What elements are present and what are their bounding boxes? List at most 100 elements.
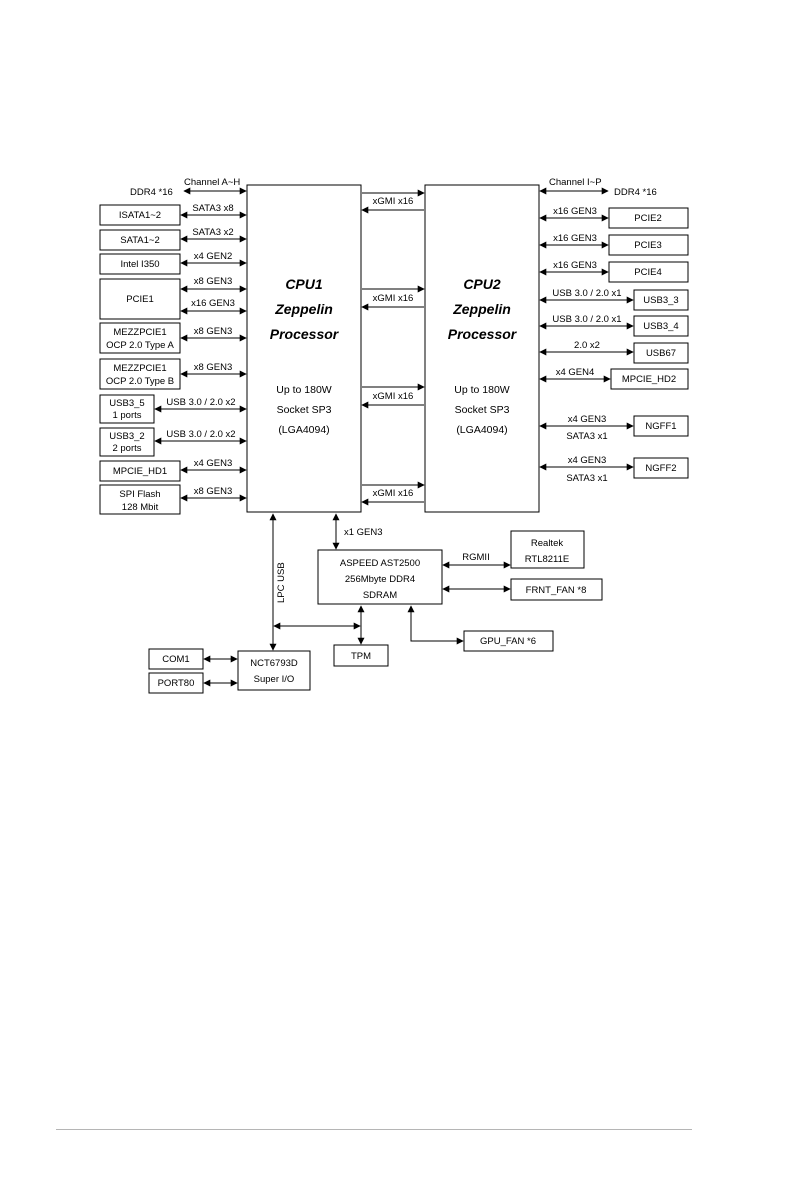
- ngff1-link1-label: x4 GEN3: [568, 414, 607, 425]
- cpu2-block: CPU2 Zeppelin Processor Up to 180W Socke…: [424, 184, 540, 513]
- com1-block: COM1: [148, 648, 238, 670]
- cpu2-codename: Zeppelin: [452, 301, 511, 317]
- cpu1-tdp: Up to 180W: [276, 384, 332, 396]
- mpcie-hd2-block: MPCIE_HD2 x4 GEN4: [539, 367, 689, 390]
- xgmi-label-1: xGMI x16: [373, 196, 414, 207]
- i350-label: Intel I350: [120, 259, 159, 270]
- isata-label: ISATA1~2: [119, 210, 161, 221]
- bmc-block: ASPEED AST2500 256Mbyte DDR4 SDRAM: [317, 549, 443, 605]
- pcie3-block: PCIE3 x16 GEN3: [539, 233, 689, 256]
- usb3-5-block: USB3_5 1 ports USB 3.0 / 2.0 x2: [99, 394, 247, 424]
- usb3-2-link-label: USB 3.0 / 2.0 x2: [166, 429, 235, 440]
- memory-left: Channel A~H DDR4 *16: [130, 177, 247, 198]
- mezz-b-block: MEZZPCIE1 OCP 2.0 Type B x8 GEN3: [99, 358, 247, 390]
- usb3-3-label: USB3_3: [643, 295, 678, 306]
- isata-block: ISATA1~2 SATA3 x8: [99, 203, 247, 226]
- usb3-3-link-label: USB 3.0 / 2.0 x1: [552, 288, 621, 299]
- usb3-5-label-2: 1 ports: [112, 410, 141, 421]
- pcie1-label: PCIE1: [126, 294, 153, 305]
- ddr-right-label: DDR4 *16: [614, 187, 657, 198]
- footer-divider: [56, 1129, 692, 1130]
- mpcie-hd1-link-label: x4 GEN3: [194, 458, 233, 469]
- lpc-usb-bus: LPC USB: [269, 513, 361, 651]
- mezz-b-label-2: OCP 2.0 Type B: [106, 376, 174, 387]
- usb3-3-block: USB3_3 USB 3.0 / 2.0 x1: [539, 288, 689, 311]
- mezz-a-link-label: x8 GEN3: [194, 326, 233, 337]
- port80-label: PORT80: [158, 678, 195, 689]
- pcie3-label: PCIE3: [634, 240, 661, 251]
- i350-block: Intel I350 x4 GEN2: [99, 251, 247, 275]
- ngff2-link2-label: SATA3 x1: [566, 473, 607, 484]
- mezz-a-block: MEZZPCIE1 OCP 2.0 Type A x8 GEN3: [99, 322, 247, 354]
- tpm-label: TPM: [351, 651, 371, 662]
- pcie3-link-label: x16 GEN3: [553, 233, 597, 244]
- cpu2-lga: (LGA4094): [456, 424, 507, 436]
- mezz-b-link-label: x8 GEN3: [194, 362, 233, 373]
- ngff1-label: NGFF1: [645, 421, 676, 432]
- superio-label-2: Super I/O: [254, 674, 295, 685]
- usb3-2-label-1: USB3_2: [109, 431, 144, 442]
- port80-block: PORT80: [148, 672, 238, 694]
- spi-flash-label-1: SPI Flash: [119, 489, 160, 500]
- com1-label: COM1: [162, 654, 189, 665]
- bmc-label-2: 256Mbyte DDR4: [345, 574, 415, 585]
- usb3-4-label: USB3_4: [643, 321, 678, 332]
- xgmi-label-2: xGMI x16: [373, 293, 414, 304]
- usb3-5-label-1: USB3_5: [109, 398, 144, 409]
- ngff2-link1-label: x4 GEN3: [568, 455, 607, 466]
- sata-link-label: SATA3 x2: [192, 227, 233, 238]
- xgmi-links: xGMI x16 xGMI x16 xGMI x16 xGMI x16: [361, 189, 425, 506]
- isata-link-label: SATA3 x8: [192, 203, 233, 214]
- pcie4-label: PCIE4: [634, 267, 661, 278]
- ddr-left-label: DDR4 *16: [130, 187, 173, 198]
- rgmii-label: RGMII: [462, 552, 489, 563]
- cpu1-type: Processor: [270, 326, 340, 342]
- bmc-label-1: ASPEED AST2500: [340, 558, 420, 569]
- ngff1-link2-label: SATA3 x1: [566, 431, 607, 442]
- usb3-4-block: USB3_4 USB 3.0 / 2.0 x1: [539, 314, 689, 337]
- pcie4-link-label: x16 GEN3: [553, 260, 597, 271]
- usb3-4-link-label: USB 3.0 / 2.0 x1: [552, 314, 621, 325]
- usb67-link-label: 2.0 x2: [574, 340, 600, 351]
- spi-flash-label-2: 128 Mbit: [122, 502, 159, 513]
- mpcie-hd2-link-label: x4 GEN4: [556, 367, 595, 378]
- pcie1-link1-label: x8 GEN3: [194, 276, 233, 287]
- cpu2-tdp: Up to 180W: [454, 384, 510, 396]
- pcie2-link-label: x16 GEN3: [553, 206, 597, 217]
- spi-flash-link-label: x8 GEN3: [194, 486, 233, 497]
- usb3-5-link-label: USB 3.0 / 2.0 x2: [166, 397, 235, 408]
- realtek-label-2: RTL8211E: [525, 554, 570, 565]
- ngff2-label: NGFF2: [645, 463, 676, 474]
- xgmi-label-3: xGMI x16: [373, 391, 414, 402]
- spi-flash-block: SPI Flash 128 Mbit x8 GEN3: [99, 484, 247, 515]
- tpm-block: TPM: [333, 605, 389, 667]
- realtek-label-1: Realtek: [531, 538, 563, 549]
- mpcie-hd2-label: MPCIE_HD2: [622, 374, 676, 385]
- xgmi-label-4: xGMI x16: [373, 488, 414, 499]
- usb3-2-block: USB3_2 2 ports USB 3.0 / 2.0 x2: [99, 427, 247, 457]
- ngff1-block: NGFF1 x4 GEN3 SATA3 x1: [539, 414, 689, 442]
- pcie1-block: PCIE1 x8 GEN3 x16 GEN3: [99, 276, 247, 320]
- mpcie-hd1-label: MPCIE_HD1: [113, 466, 167, 477]
- cpu2-type: Processor: [448, 326, 518, 342]
- lpc-usb-label: LPC USB: [276, 562, 287, 603]
- usb3-2-label-2: 2 ports: [112, 443, 141, 454]
- channel-left-label: Channel A~H: [184, 177, 240, 188]
- superio-label-1: NCT6793D: [250, 658, 298, 669]
- bmc-label-3: SDRAM: [363, 590, 397, 601]
- channel-right-label: Channel I~P: [549, 177, 602, 188]
- mezz-b-label-1: MEZZPCIE1: [113, 363, 166, 374]
- mpcie-hd1-block: MPCIE_HD1 x4 GEN3: [99, 458, 247, 482]
- gpu-fan-block: GPU_FAN *6: [407, 605, 554, 652]
- cpu1-lga: (LGA4094): [278, 424, 329, 436]
- usb67-block: USB67 2.0 x2: [539, 340, 689, 364]
- frnt-fan-label: FRNT_FAN *8: [526, 585, 587, 596]
- sata-block: SATA1~2 SATA3 x2: [99, 227, 247, 251]
- gpu-fan-label: GPU_FAN *6: [480, 636, 536, 647]
- ngff2-block: NGFF2 x4 GEN3 SATA3 x1: [539, 455, 689, 484]
- frnt-fan-block: FRNT_FAN *8: [442, 578, 603, 601]
- mezz-a-label-1: MEZZPCIE1: [113, 327, 166, 338]
- cpu1-codename: Zeppelin: [274, 301, 333, 317]
- pcie4-block: PCIE4 x16 GEN3: [539, 260, 689, 283]
- memory-right: Channel I~P DDR4 *16: [539, 177, 657, 198]
